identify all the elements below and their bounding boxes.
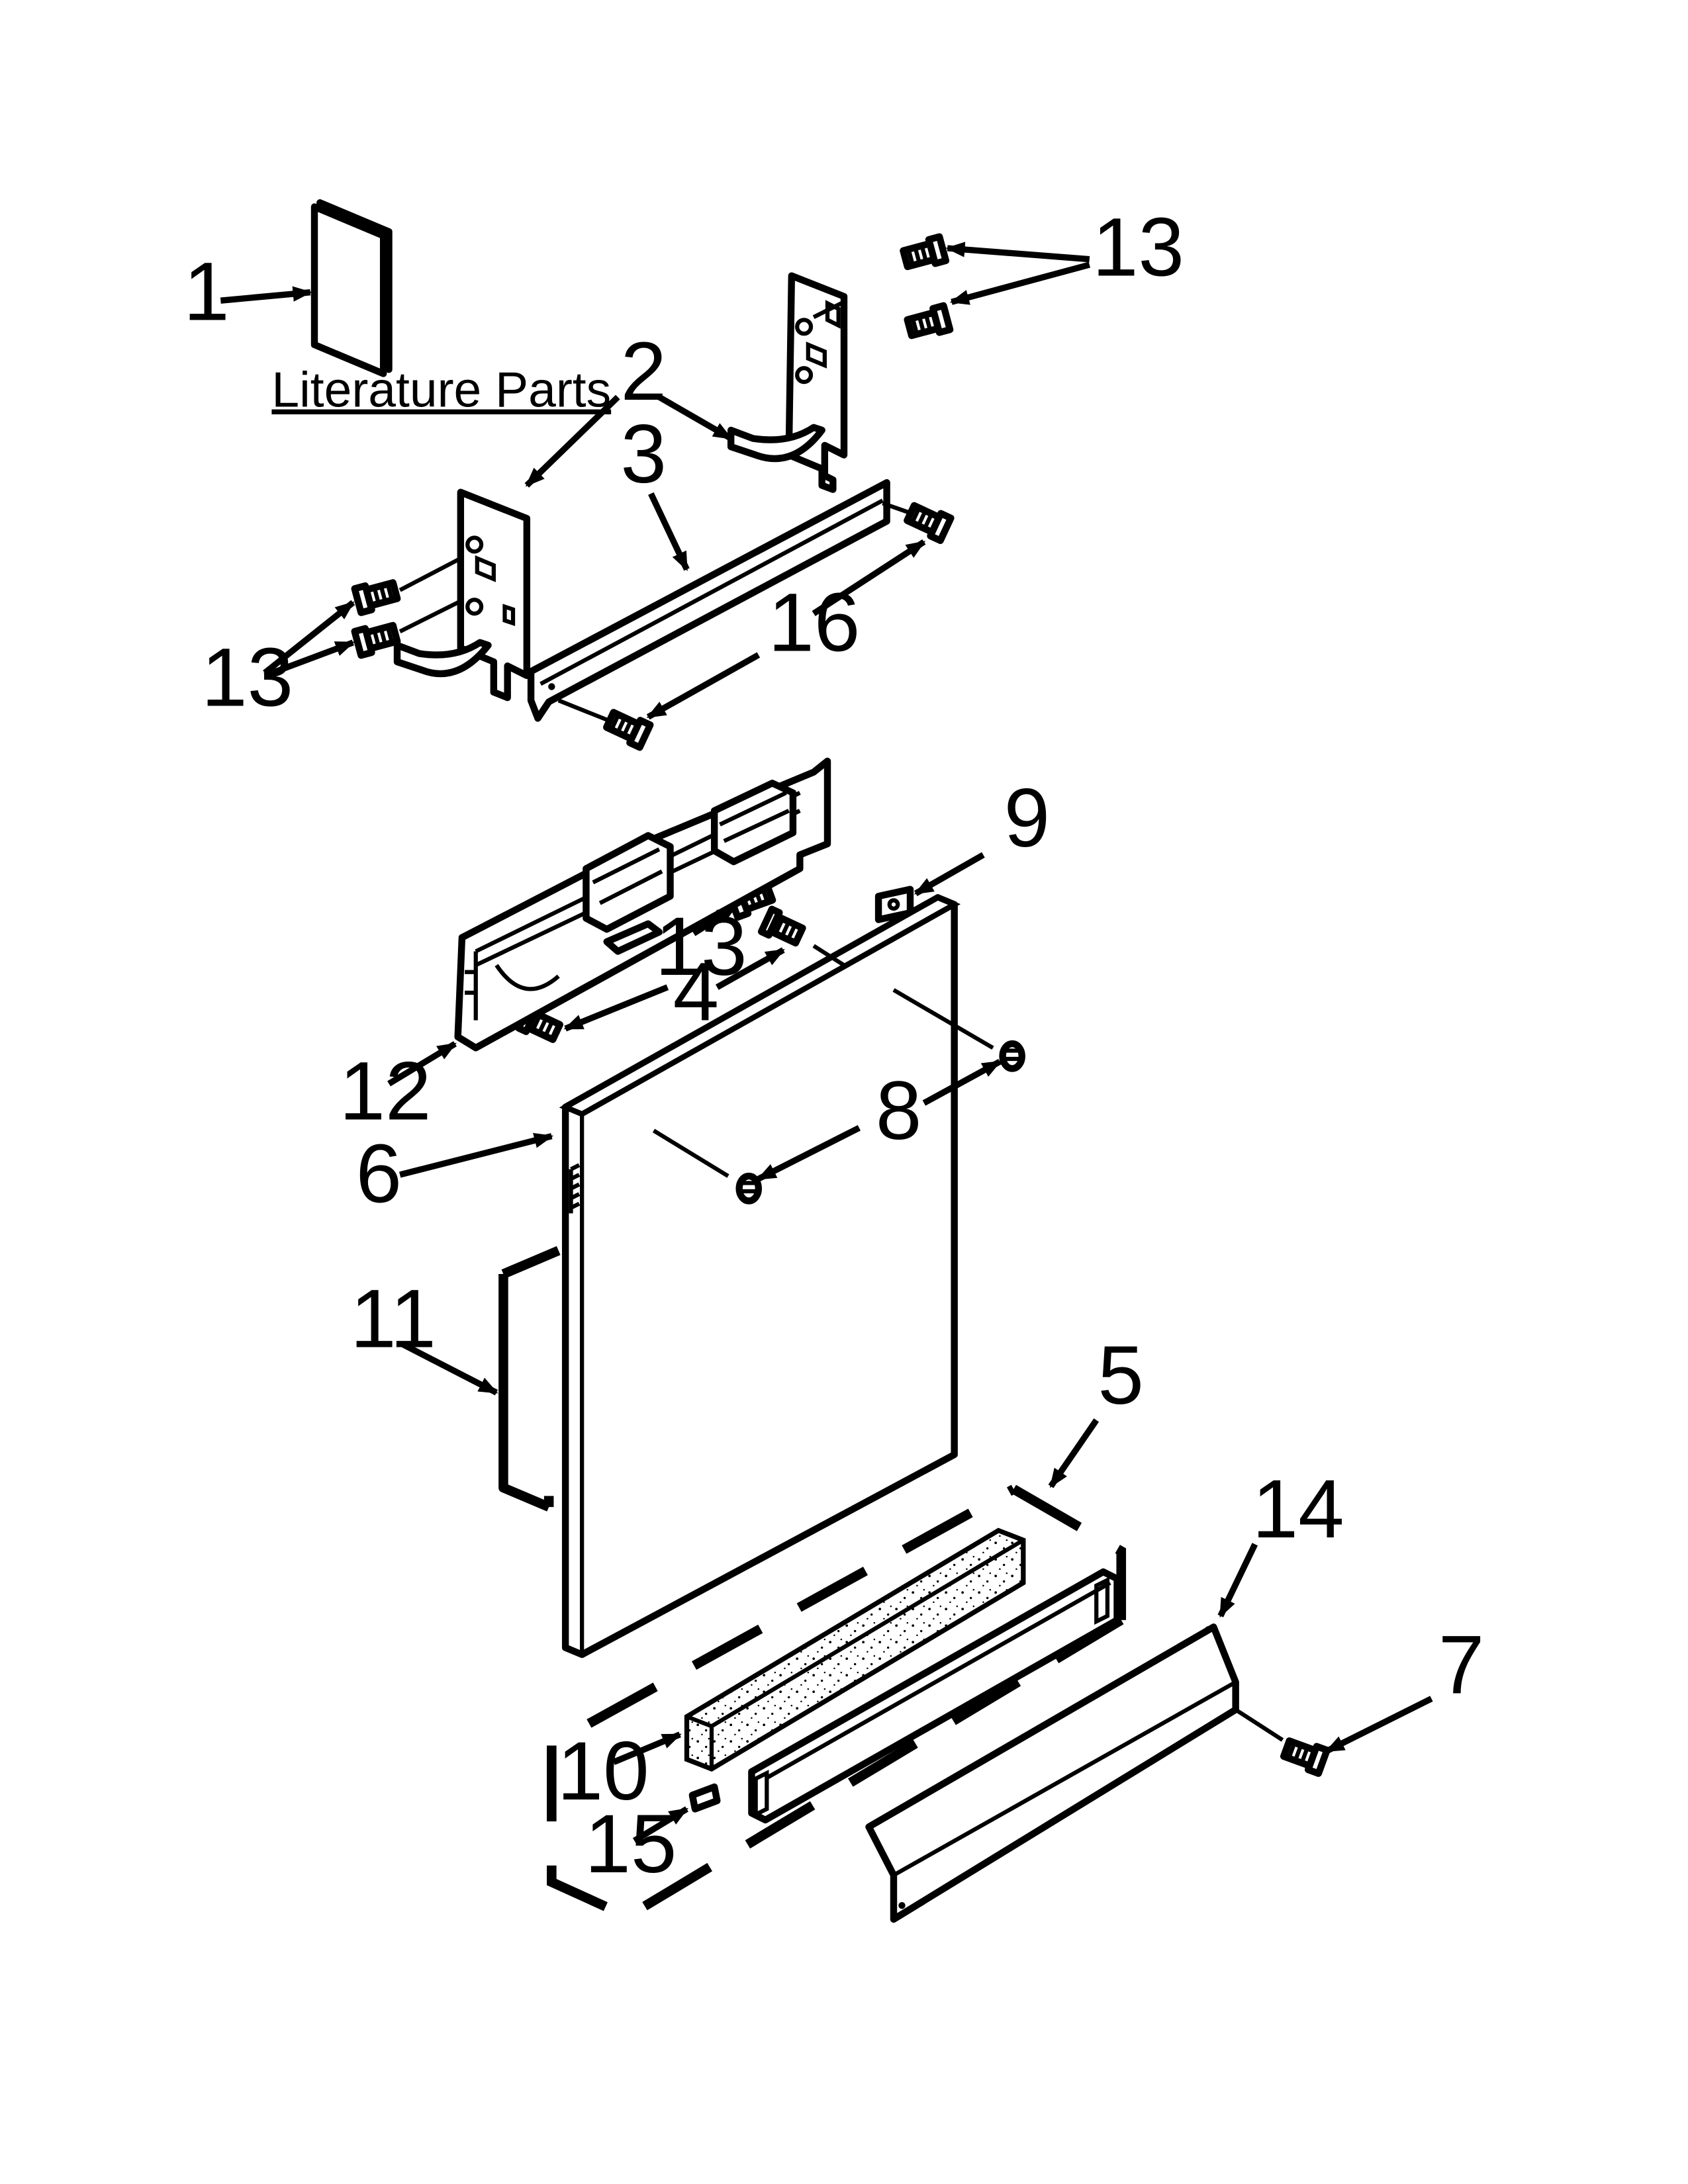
callout-16: 16 — [768, 576, 860, 668]
callout-14: 14 — [1252, 1463, 1344, 1555]
callout-13-top: 13 — [1092, 202, 1184, 294]
callout-9: 9 — [1004, 772, 1051, 864]
callout-3: 3 — [621, 408, 667, 500]
callout-4: 4 — [673, 946, 720, 1038]
callout-6: 6 — [356, 1128, 402, 1220]
callout-labels: 1 2 3 4 5 6 7 8 9 10 11 12 13 13 13 14 1… — [183, 202, 1484, 1890]
callout-13-middle: 13 — [655, 901, 747, 993]
callout-13-left: 13 — [201, 632, 293, 724]
screw-4-right — [757, 905, 806, 947]
door-seal — [498, 1246, 561, 1512]
hinge-bracket-right — [727, 272, 848, 493]
nut-8-right — [999, 1040, 1025, 1072]
callout-2: 2 — [621, 326, 667, 418]
screw-13-top-a — [900, 233, 950, 271]
kit-outline-5 — [547, 1484, 1127, 1923]
callout-12: 12 — [340, 1046, 432, 1138]
clip-15 — [688, 1783, 721, 1813]
callout-10: 10 — [557, 1725, 649, 1817]
foam-insulation — [684, 1527, 1026, 1772]
screw-13-left-b — [351, 621, 401, 659]
door-panel — [559, 894, 961, 1659]
callout-8: 8 — [876, 1065, 922, 1157]
literature-booklet — [310, 199, 393, 377]
control-console — [454, 757, 831, 1052]
screw-13-top-b — [904, 302, 954, 340]
nut-8-left — [735, 1172, 763, 1205]
screw-16-left — [602, 709, 654, 751]
callout-7: 7 — [1438, 1619, 1485, 1711]
callout-5: 5 — [1098, 1330, 1144, 1422]
leader-lines — [220, 242, 1433, 1844]
screw-13-left-a — [351, 579, 401, 616]
callout-11: 11 — [350, 1273, 436, 1365]
literature-parts-label: Literature Parts — [271, 362, 611, 418]
hinge-bracket-left — [393, 488, 531, 702]
callout-1: 1 — [183, 246, 230, 338]
callout-15: 15 — [585, 1798, 677, 1890]
toe-panel-strip — [748, 1568, 1121, 1824]
screw-7 — [1280, 1737, 1331, 1777]
screw-16-right — [904, 502, 955, 545]
hinge-support-rail — [527, 478, 890, 722]
